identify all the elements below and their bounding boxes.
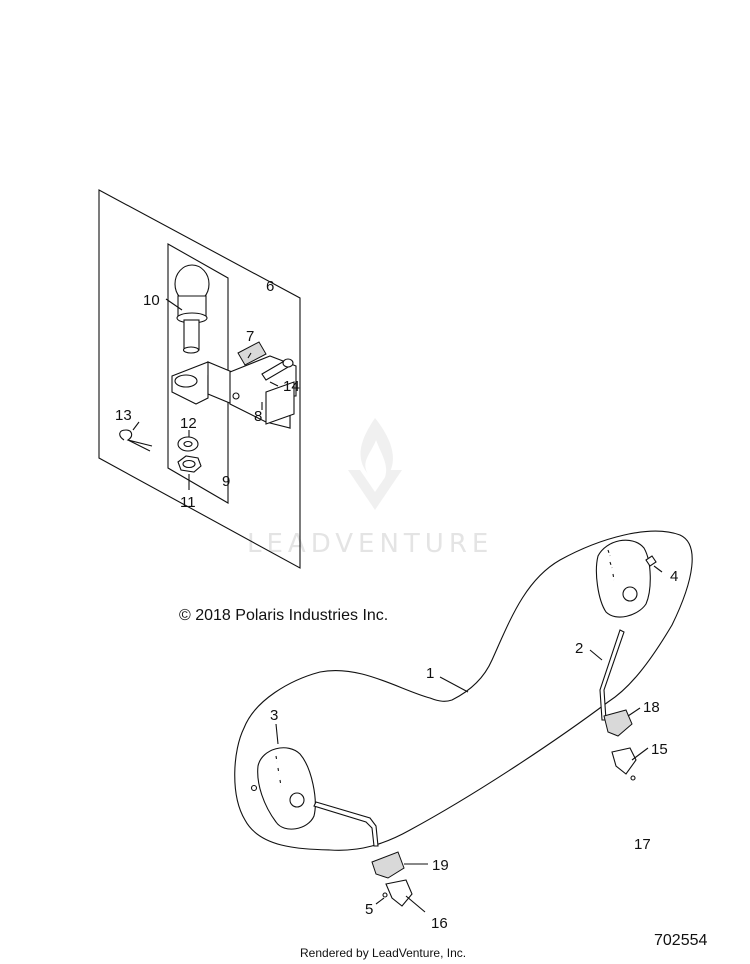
- callout-3: 3: [270, 707, 278, 724]
- diagram-number: 702554: [654, 932, 708, 949]
- callout-11: 11: [180, 494, 196, 511]
- support-rod-left: [313, 801, 379, 847]
- kit-outline-box: [98, 189, 301, 569]
- callout-12: 12: [180, 415, 197, 432]
- hitch-clip: [119, 429, 153, 452]
- callout-7: 7: [246, 328, 254, 345]
- bracket-lower: [371, 851, 405, 879]
- callout-19: 19: [432, 857, 449, 874]
- callout-17: 17: [634, 836, 651, 853]
- support-rod-right: [599, 629, 625, 721]
- hitch-pin: [261, 358, 294, 381]
- windshield-panel: [234, 530, 693, 851]
- tag-label: [237, 341, 267, 366]
- copyright-notice: © 2018 Polaris Industries Inc.: [179, 607, 389, 624]
- callout-1: 1: [426, 665, 434, 682]
- windshield-group: [234, 530, 693, 913]
- clamp-lower: [385, 879, 413, 907]
- hex-nut: [177, 455, 202, 473]
- lock-washer: [177, 436, 199, 452]
- mount-plate-lower: [250, 747, 316, 830]
- callout-15: 15: [651, 741, 668, 758]
- callout-18: 18: [643, 699, 660, 716]
- kit-inner-box: [167, 243, 229, 504]
- hitch-ball: [174, 264, 210, 354]
- rendered-by-credit: Rendered by LeadVenture, Inc.: [300, 946, 467, 960]
- callout-14: 14: [283, 378, 300, 395]
- clamp-upper: [611, 747, 637, 775]
- callout-2: 2: [575, 640, 583, 657]
- callout-8: 8: [254, 408, 262, 425]
- callout-9: 9: [222, 473, 230, 490]
- hitch-kit-group: [98, 189, 301, 569]
- callout-6: 6: [266, 278, 274, 295]
- callout-16: 16: [431, 915, 448, 932]
- mount-plate-upper: [595, 539, 657, 618]
- bracket-upper: [603, 709, 633, 737]
- callout-10: 10: [143, 292, 160, 309]
- callout-5: 5: [365, 901, 373, 918]
- callout-13: 13: [115, 407, 132, 424]
- watermark-text: LEADVENTURE: [247, 529, 494, 559]
- watermark-logo: [348, 418, 402, 510]
- ball-mount: [171, 355, 297, 429]
- callout-4: 4: [670, 568, 678, 585]
